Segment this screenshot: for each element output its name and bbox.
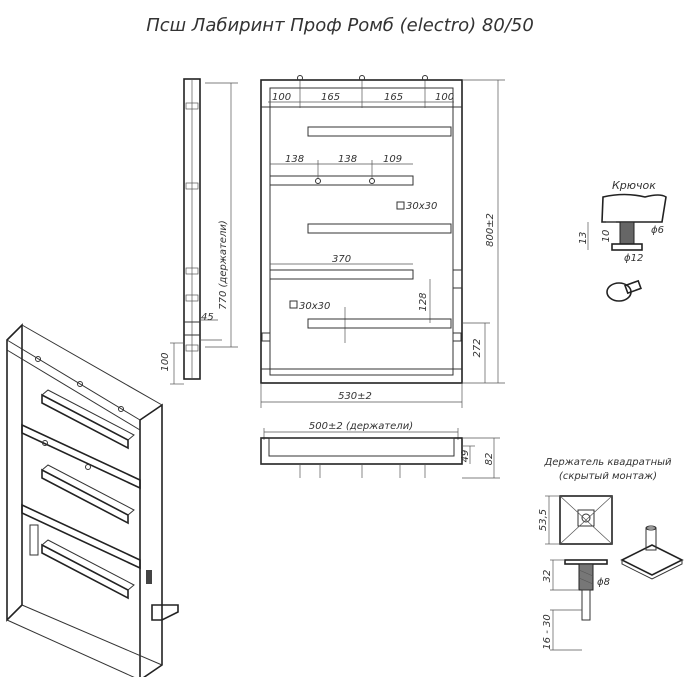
dim-16-30-holder: 16 - 30 — [542, 614, 553, 649]
dim-top-100-left: 100 — [272, 92, 291, 103]
dim-top-165-b: 165 — [384, 92, 403, 103]
isometric-view — [6, 323, 179, 677]
square-holder-detail: Держатель квадратный (скрытый монтаж) 53… — [538, 457, 684, 651]
dim-45: 45 — [201, 312, 214, 323]
holder-label-2: (скрытый монтаж) — [559, 471, 657, 482]
holder-label-1: Держатель квадратный — [543, 457, 672, 468]
dim-500-holders: 500±2 (держатели) — [309, 421, 413, 432]
dim-top-100-right: 100 — [435, 92, 454, 103]
dim-8-holder: ϕ8 — [597, 577, 610, 588]
dim-mid-138-b: 138 — [338, 154, 357, 165]
top-view: 500±2 (держатели) 49 82 — [260, 421, 500, 479]
dim-12-hook: ϕ12 — [624, 253, 643, 264]
dim-535-holder: 53,5 — [538, 509, 549, 531]
hook-detail: Крючок 13 10 ϕ6 ϕ12 — [578, 179, 667, 302]
dim-128: 128 — [418, 292, 429, 311]
profile-30x30-lower: 30х30 — [299, 301, 330, 312]
front-view: 100 165 165 100 138 138 109 30х30 370 12… — [260, 75, 505, 408]
dim-770-holders: 770 (держатели) — [218, 220, 229, 310]
dim-800-height: 800±2 — [485, 213, 496, 247]
dim-82: 82 — [484, 453, 495, 466]
dim-top-165-a: 165 — [321, 92, 340, 103]
hook-label: Крючок — [612, 179, 656, 192]
dim-6-hook: ϕ6 — [651, 225, 664, 236]
dim-49: 49 — [460, 450, 471, 463]
dim-530-width: 530±2 — [338, 391, 372, 402]
dim-13-hook: 13 — [578, 232, 589, 245]
dim-mid-109: 109 — [383, 154, 402, 165]
dim-100-side: 100 — [160, 352, 171, 371]
dim-mid-138-a: 138 — [285, 154, 304, 165]
dim-32-holder: 32 — [542, 570, 553, 583]
dim-370: 370 — [332, 254, 351, 265]
dim-10-hook: 10 — [601, 230, 612, 243]
drawing-title: Псш Лабиринт Проф Ромб (electro) 80/50 — [146, 15, 534, 36]
profile-30x30-upper: 30х30 — [406, 201, 437, 212]
dim-272: 272 — [472, 338, 483, 357]
side-view: 770 (держатели) 45 100 — [160, 78, 238, 385]
